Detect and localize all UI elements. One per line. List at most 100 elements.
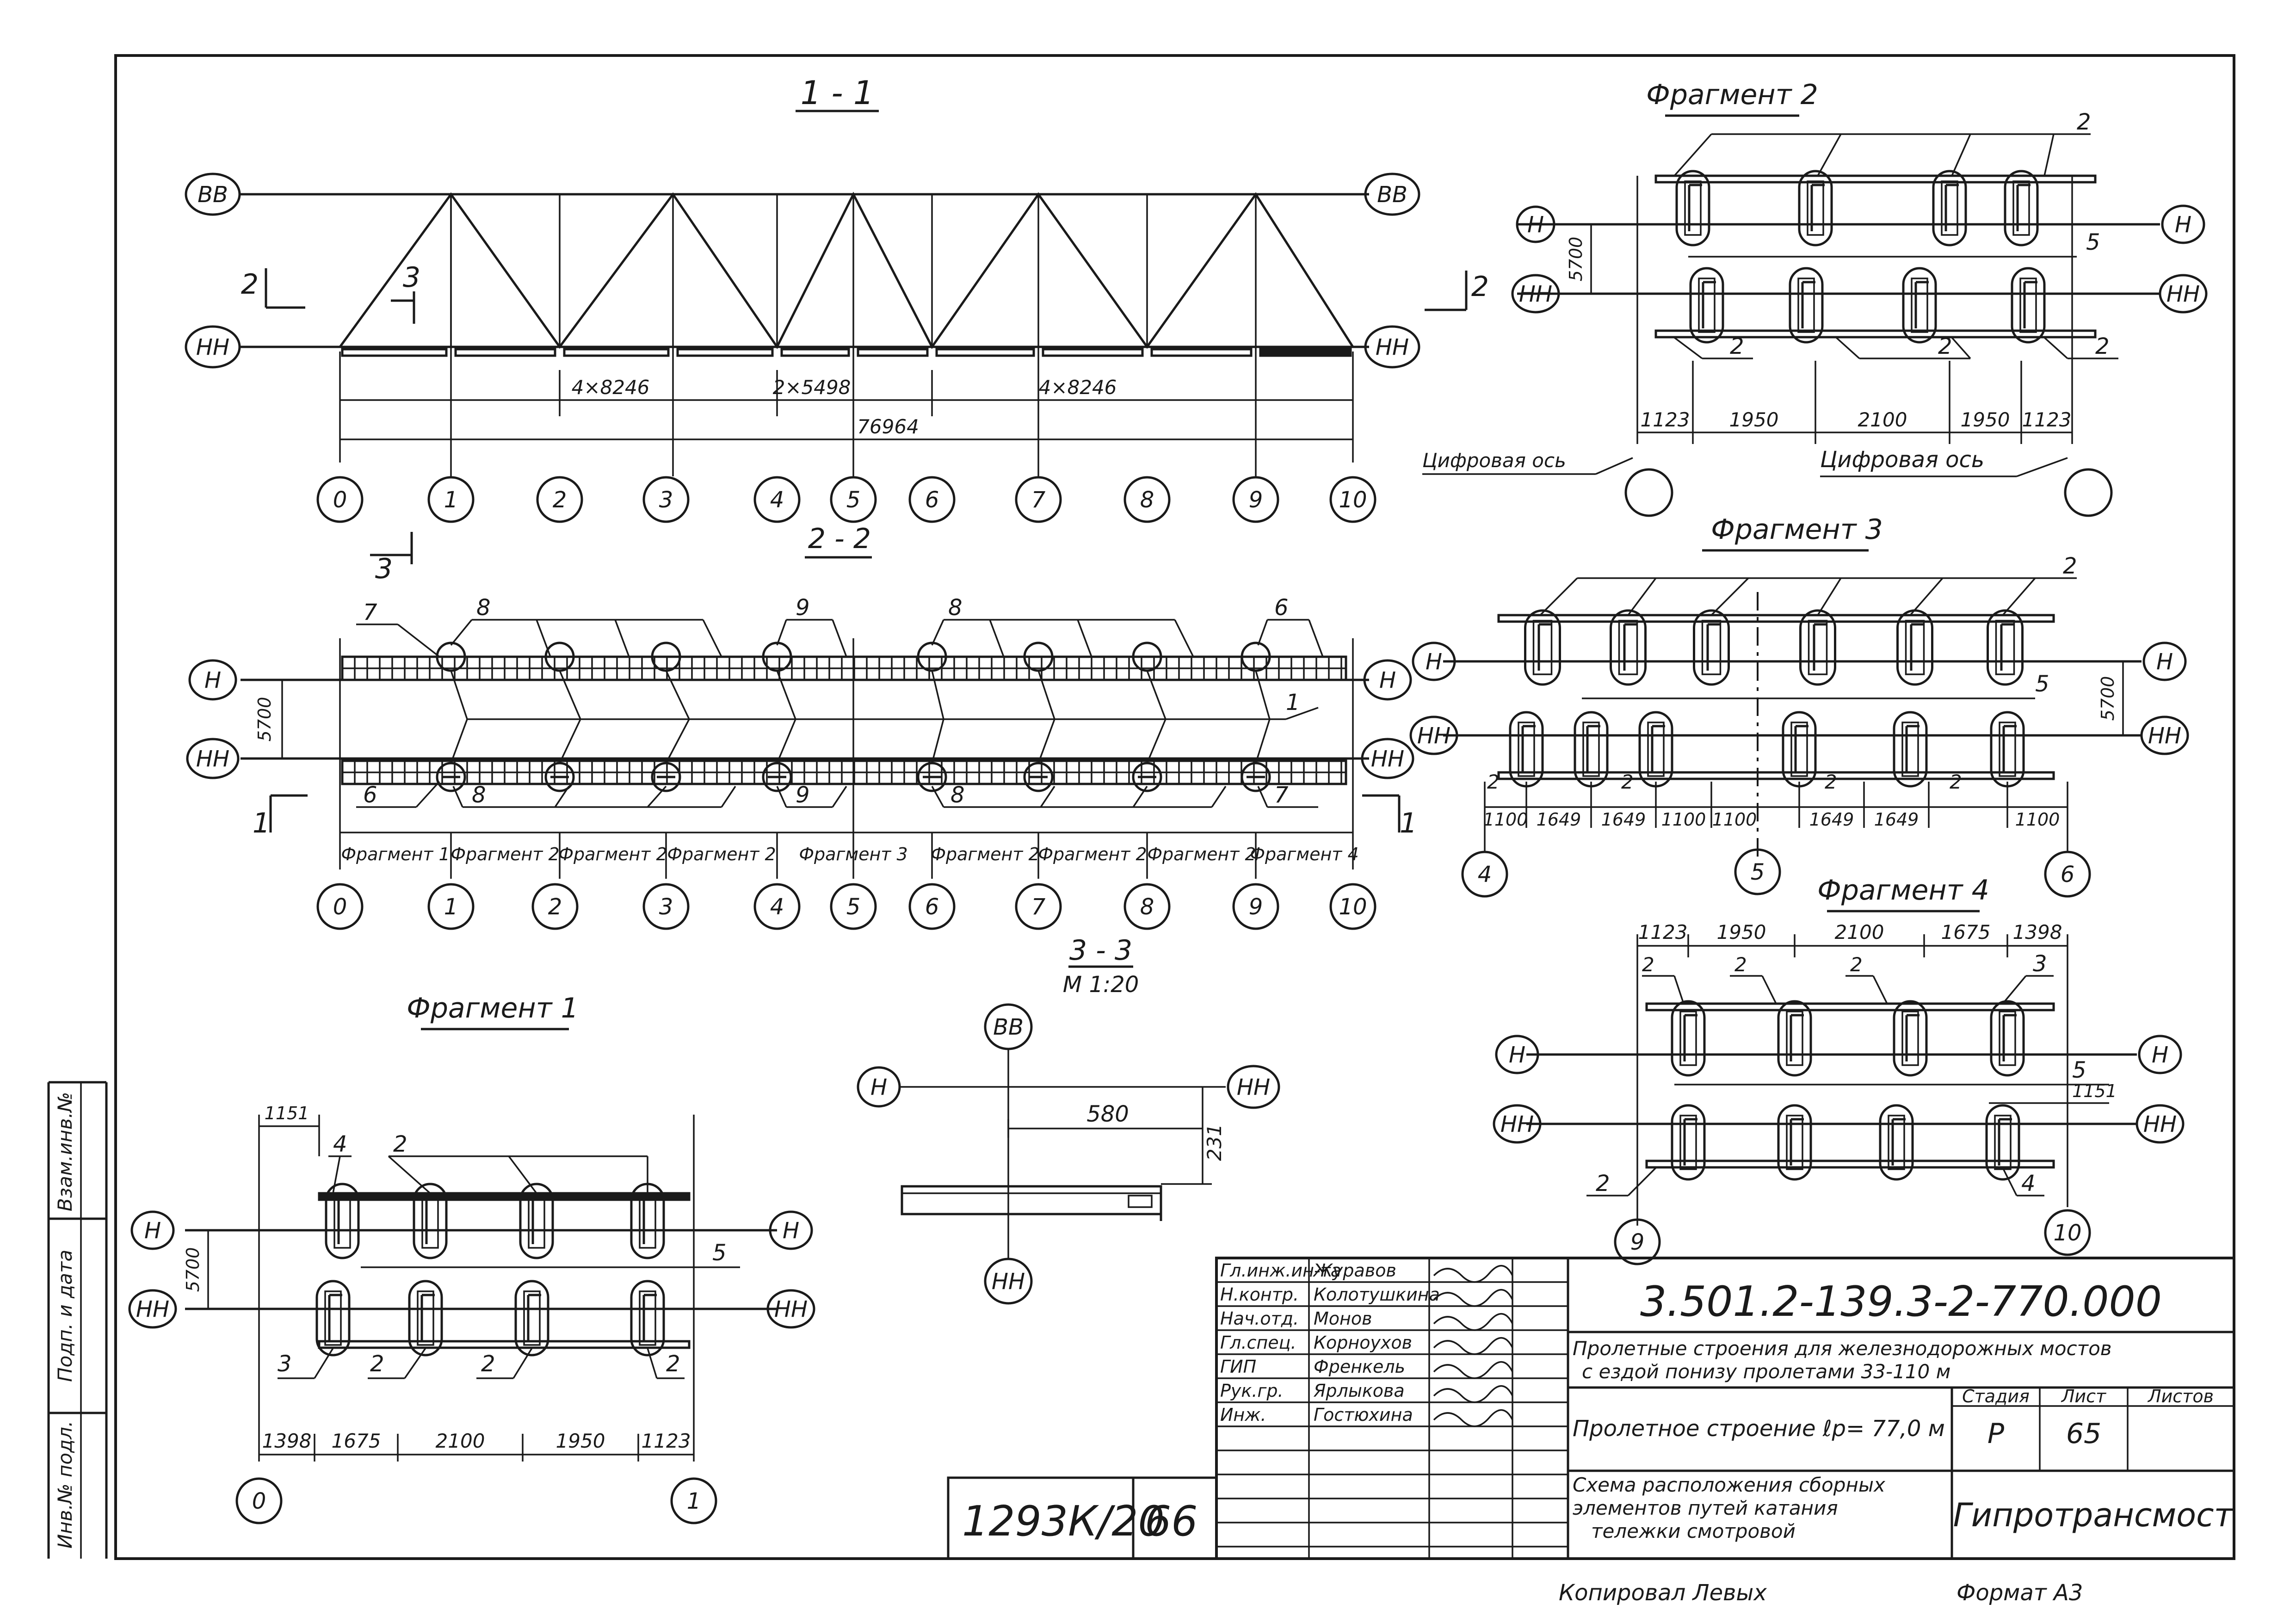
plan-axis-3: 3 xyxy=(659,894,673,920)
plan-fragment-label-6: Фрагмент 2 xyxy=(931,844,1039,864)
stamp-signature-0 xyxy=(1433,1264,1513,1283)
plan-callout-top-9: 9 xyxy=(796,595,810,621)
frag1-clip-top-bracket xyxy=(421,1193,439,1249)
section-mark-3-top: 3 xyxy=(403,261,420,294)
frag1-clip-bottom-angle xyxy=(328,1294,342,1341)
axis-6: 6 xyxy=(925,487,939,513)
frag2-level-hh-left: НН xyxy=(1519,281,1552,307)
fragment-1-title: Фрагмент 1 xyxy=(407,992,579,1024)
plan-axis-2: 2 xyxy=(548,894,562,920)
frag2-callout-2-c: 2 xyxy=(2095,333,2110,359)
frag2-clip-bottom-bracket xyxy=(1911,278,1928,333)
section-3-3-title: 3 - 3 xyxy=(1069,934,1132,967)
fragment-3-title: Фрагмент 3 xyxy=(1711,513,1883,546)
frag2-digital-axis-left: Цифровая ось xyxy=(1422,449,1566,472)
plan-callout-bottom-9: 9 xyxy=(796,782,810,808)
frag1-clip-top-bracket xyxy=(639,1193,656,1249)
frag3-clip-bottom-bracket xyxy=(1647,722,1665,777)
frag4-axis-9: 9 xyxy=(1630,1229,1645,1255)
frag2-digital-axis-right: Цифровая ось xyxy=(1820,447,1984,473)
frag3-callout-2-d: 2 xyxy=(1950,771,1962,793)
side-stamp-inventory: Инв.№ подл. xyxy=(54,1421,76,1548)
frag4-callout-5: 5 xyxy=(2072,1057,2086,1083)
frag2-clip-bottom xyxy=(1789,267,1824,344)
frag3-clip-bottom xyxy=(1893,711,1928,788)
frag4-clip-top-bracket xyxy=(1786,1011,1803,1066)
stamp-title-2: с ездой понизу пролетами 33-110 м xyxy=(1582,1360,1950,1383)
frag1-clip-top-bracket xyxy=(333,1193,351,1249)
axis-3: 3 xyxy=(659,487,673,513)
stamp-signature-1 xyxy=(1433,1289,1513,1307)
section-2-2: 3 2 - 2 Н Н НН НН 5700 xyxy=(186,523,1417,930)
frag2-clip-top xyxy=(1675,170,1710,247)
frag4-callout-2-b: 2 xyxy=(1734,953,1747,976)
frag4-level-h-left: Н xyxy=(1509,1042,1525,1068)
frag1-level-hh-right: НН xyxy=(774,1296,808,1322)
section-mark-1-left: 1 xyxy=(253,807,270,839)
frag3-clip-top-angle xyxy=(1813,623,1827,671)
frag1-clip-bottom-bracket xyxy=(639,1290,656,1346)
frag3-level-h-right: Н xyxy=(2156,649,2173,675)
section-3-3: 3 - 3 М 1:20 ВВ НН Н НН 580 231 xyxy=(857,934,1280,1305)
frag3-axis-6: 6 xyxy=(2061,862,2075,888)
frag2-clip-top xyxy=(1932,170,1967,247)
frag1-dim-1151: 1151 xyxy=(265,1103,309,1123)
truss-dim-mid: 2×5498 xyxy=(773,376,851,399)
frag1-clip-bottom xyxy=(514,1280,549,1357)
section-mark-2-left: 2 xyxy=(241,268,259,301)
frag4-clip-bottom-angle xyxy=(1891,1118,1906,1166)
frag3-clip-top-bracket xyxy=(1995,620,2015,675)
s33-level-h: Н xyxy=(870,1074,887,1100)
truss-dim-right: 4×8246 xyxy=(1039,376,1117,399)
frag3-clip-top-bracket xyxy=(1905,620,1925,675)
title-block: Гл.инж.ин-таЖуравовН.контр.КолотушкинаНа… xyxy=(947,1257,2235,1560)
axis-1: 1 xyxy=(444,487,458,513)
plan-fragment-label-8: Фрагмент 2 xyxy=(1147,844,1256,864)
frag3-callout-2-a: 2 xyxy=(1487,771,1500,793)
frag2-clip-bottom-angle xyxy=(1702,281,1716,328)
axis-9: 9 xyxy=(1249,487,1263,513)
section-3-3-scale: М 1:20 xyxy=(1063,972,1139,998)
frag2-dim-4: 1950 xyxy=(1961,408,2010,431)
frag4-dim-3: 2100 xyxy=(1835,921,1884,944)
stamp-signature-2 xyxy=(1433,1313,1513,1331)
frag4-clip-bottom xyxy=(1671,1104,1706,1181)
frag2-clip-top-bracket xyxy=(2012,180,2030,236)
fragment-4: Фрагмент 4 1123 1950 2100 1675 1398 Н Н … xyxy=(1493,874,2185,1265)
frag1-level-h-left: Н xyxy=(144,1218,161,1244)
frag4-clip-bottom-angle xyxy=(1998,1118,2012,1166)
frag1-clip-top-angle xyxy=(531,1196,546,1244)
fragment-2: Фрагмент 2 Н Н НН НН 5700 2 5 2 2 2 11 xyxy=(1422,79,2208,517)
frag2-callout-2-a: 2 xyxy=(1730,333,1744,359)
plan-callout-top-8b: 8 xyxy=(948,595,963,621)
truss-dim-left: 4×8246 xyxy=(572,376,650,399)
stamp-sheets-label: Листов xyxy=(2147,1386,2214,1406)
frag1-dim-3: 2100 xyxy=(436,1430,485,1452)
frag1-clip-bottom-angle xyxy=(420,1294,435,1341)
plan-axis-10: 10 xyxy=(1339,894,1367,920)
plan-fragment-label-2: Фрагмент 2 xyxy=(451,844,559,864)
frag1-dim-5: 1123 xyxy=(642,1430,691,1452)
frag1-callout-5: 5 xyxy=(712,1240,727,1266)
frag3-clip-bottom-bracket xyxy=(1901,722,1919,777)
frag2-callout-2-b: 2 xyxy=(1938,333,1952,359)
frag4-clip-top-angle xyxy=(1905,1014,1920,1061)
frag3-clip-top-angle xyxy=(1623,623,1637,671)
frag3-dim-3: 1649 xyxy=(1601,809,1646,830)
frag2-clip-bottom-bracket xyxy=(2019,278,2037,333)
frag3-clip-top-bracket xyxy=(1532,620,1553,675)
plan-callout-bottom-6: 6 xyxy=(363,782,377,808)
s33-level-bb: ВВ xyxy=(993,1014,1024,1040)
ladder-rungs xyxy=(341,657,1342,784)
frag2-dim-1: 1123 xyxy=(1641,408,1690,431)
frag1-clip-top-angle xyxy=(642,1196,657,1244)
frag1-clip-top xyxy=(519,1183,554,1259)
stamp-object: Пролетное строение ℓр= 77,0 м xyxy=(1573,1416,1945,1442)
stamp-name-0: Журавов xyxy=(1313,1260,1396,1281)
frag2-clip-bottom-angle xyxy=(1914,281,1929,328)
frag1-dim-1: 1398 xyxy=(262,1430,312,1452)
frag3-clip-top-bracket xyxy=(1618,620,1638,675)
frag2-clip-top-bracket xyxy=(1807,180,1824,236)
frag3-axis-4: 4 xyxy=(1478,862,1492,888)
